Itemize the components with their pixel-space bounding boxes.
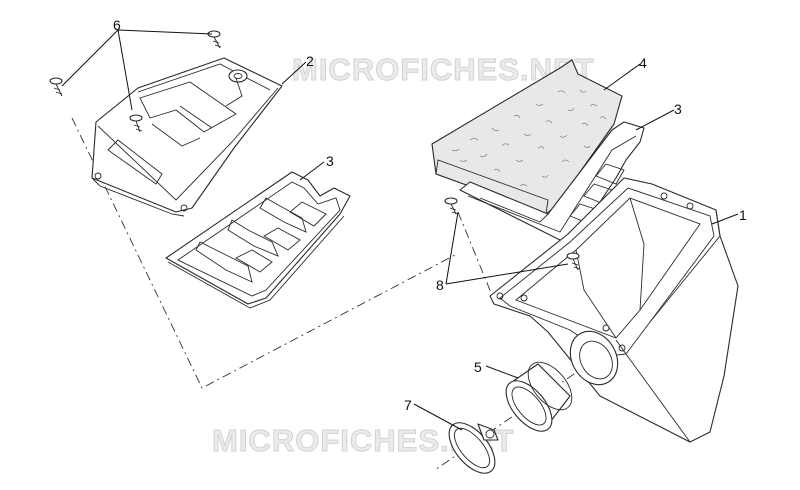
screw-8a [444,197,459,215]
screw-8b [566,252,581,271]
screw-7c [129,114,143,133]
part-7-screws [49,30,222,133]
callout-2: 2 [306,53,314,69]
part-5-intake-sleeve [505,361,573,432]
callout-4: 4 [639,55,647,71]
callout-1: 1 [739,207,747,223]
watermark-top: MICROFICHES.NET [292,52,595,87]
part-1-airbox-body [489,177,739,443]
part-6-hose-clamp [448,422,499,474]
leader-lines [61,29,739,431]
part-3-filter-frame-left [165,171,351,309]
callout-8: 8 [436,277,444,293]
callout-3-left: 3 [326,153,334,169]
callout-5: 5 [474,359,482,375]
callout-labels: 6 2 3 4 3 1 8 5 7 [113,17,747,413]
part-2-airbox-cover [91,57,283,217]
callout-7: 6 [113,17,121,33]
screw-7b [207,30,222,49]
callout-6: 7 [404,397,412,413]
part-8-screws [444,197,581,271]
callout-3-right: 3 [674,101,682,117]
screw-7a [49,77,63,97]
